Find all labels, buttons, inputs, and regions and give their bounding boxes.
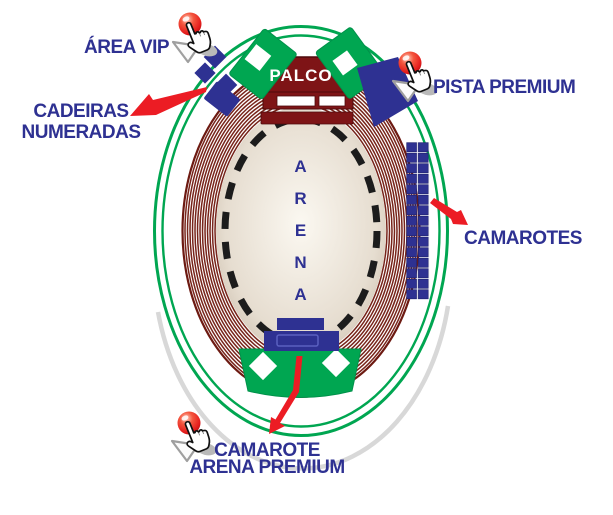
arena-floor[interactable] (216, 107, 386, 355)
stage-label: PALCO (269, 66, 333, 85)
callout-arrows (130, 87, 468, 434)
label-camarotes: CAMAROTES (464, 228, 582, 249)
label-area-vip: ÁREA VIP (84, 37, 170, 58)
cadeiras-numeradas-arrow (130, 87, 207, 116)
outer-concourse-rings (153, 25, 449, 437)
camarotes-arrow (430, 198, 468, 225)
label-cadeiras-numeradas-line1: CADEIRAS (33, 101, 129, 122)
camarotes-section[interactable] (406, 142, 430, 300)
label-camarote-arena-premium: CAMAROTE ARENA PREMIUM (166, 440, 368, 478)
arena-center-label: ARENA (291, 157, 310, 317)
area-vip-click-hand-cursor-icon[interactable] (171, 11, 220, 64)
label-camarote-arena-premium-line2: ARENA PREMIUM (189, 457, 345, 478)
label-camarote-arena-premium-line1: CAMAROTE (214, 440, 320, 461)
camarote-arena-premium-arrow (269, 356, 303, 434)
label-cadeiras-numeradas-line2: NUMERADAS (21, 122, 142, 143)
label-cadeiras-numeradas: CADEIRAS NUMERADAS (18, 101, 144, 143)
ground-shadow (155, 305, 451, 471)
pista-premium-section[interactable] (357, 57, 418, 127)
label-pista-premium: PISTA PREMIUM (433, 77, 576, 98)
camarote-arena-premium-section[interactable] (264, 318, 339, 351)
dashed-track-boundary (221, 115, 381, 347)
